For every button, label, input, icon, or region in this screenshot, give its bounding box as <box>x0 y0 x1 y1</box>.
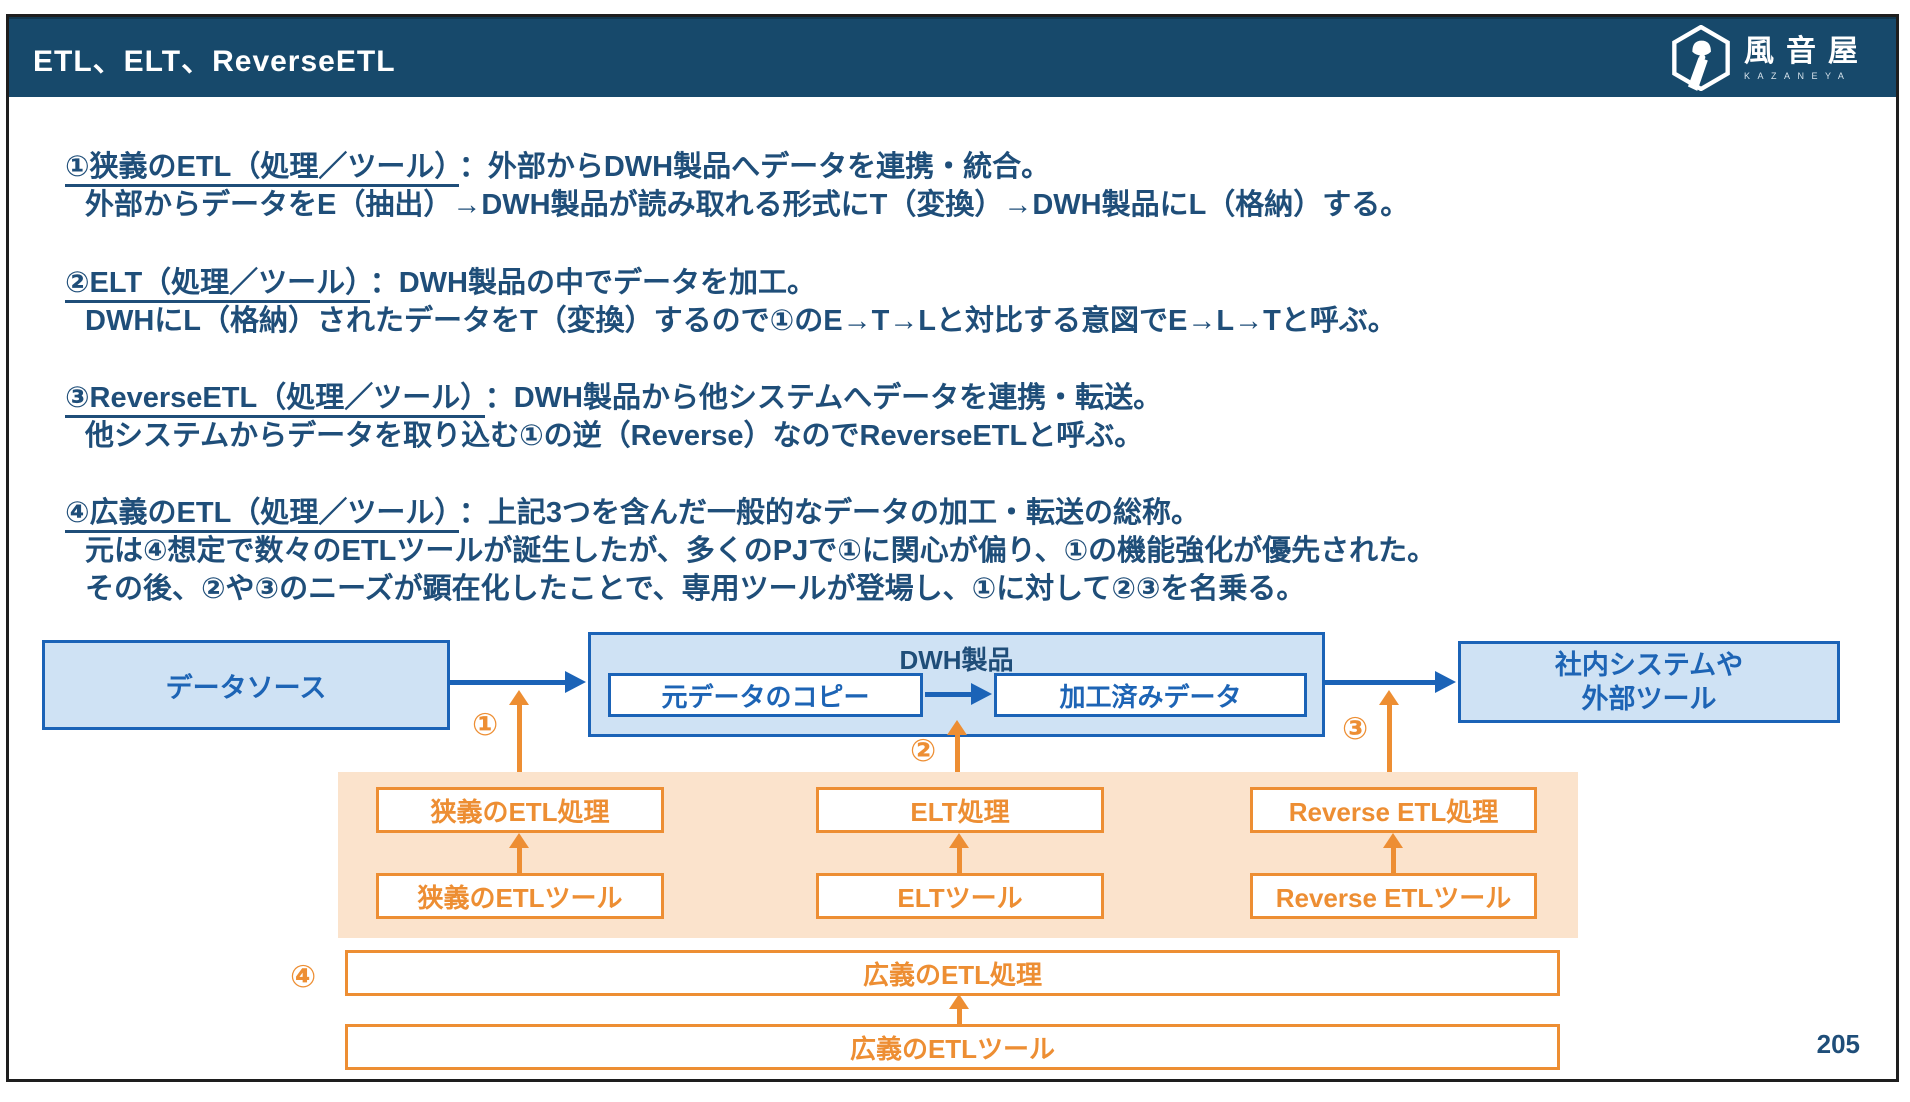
definition-4-summary: ：上記3つを含んだ一般的なデータの加工・転送の総称。 <box>458 497 1200 529</box>
target-systems-line2: 外部ツール <box>1581 684 1717 714</box>
definition-item-1: ①狭義のETL（処理／ツール）：外部からDWH製品へデータを連携・統合。 外部か… <box>9 148 1879 224</box>
arrow-etl-step1 <box>509 690 529 772</box>
arrow-elt-tool-to-process <box>949 833 969 873</box>
logo-subname: KAZANEYA <box>1744 70 1852 81</box>
target-systems-line1: 社内システムや <box>1554 650 1744 680</box>
definition-1-heading: ①狭義のETL（処理／ツール） <box>65 151 459 187</box>
arrow-elt-step2 <box>947 720 967 772</box>
arrow-raw-to-processed <box>925 683 992 705</box>
dwh-product-box: DWH製品 元データのコピー 加工済みデータ <box>588 632 1325 737</box>
arrow-narrow-tool-to-process <box>509 833 529 873</box>
broad-etl-process-box: 広義のETL処理 <box>345 950 1560 996</box>
reverse-etl-process-box: Reverse ETL処理 <box>1250 787 1537 833</box>
definition-1-line2: 外部からデータをE（抽出）→DWH製品が読み取れる形式にT（変換）→DWH製品に… <box>85 189 1410 221</box>
broad-etl-tool-box: 広義のETLツール <box>345 1024 1560 1070</box>
label-circle-4: ④ <box>290 959 317 994</box>
slide-title: ETL、ELT、ReverseETL <box>33 45 396 78</box>
definition-2-summary: ：DWH製品の中でデータを加工。 <box>369 267 816 299</box>
definition-3-line2: 他システムからデータを取り込む①の逆（Reverse）なのでReverseETL… <box>85 420 1144 452</box>
definition-3-line1: ③ReverseETL（処理／ツール）：DWH製品から他システムへデータを連携・… <box>65 379 1879 418</box>
label-circle-1: ① <box>472 707 499 742</box>
reverse-etl-tool-box: Reverse ETLツール <box>1250 873 1537 919</box>
elt-process-box: ELT処理 <box>816 787 1104 833</box>
definition-2-line2: DWHにL（格納）されたデータをT（変換）するので①のE→T→Lと対比する意図で… <box>85 305 1397 337</box>
raw-data-copy-box: 元データのコピー <box>608 673 923 717</box>
definition-2-line1: ②ELT（処理／ツール）：DWH製品の中でデータを加工。 <box>65 264 1879 303</box>
slide: ETL、ELT、ReverseETL 風音屋 KAZANEYA ①狭義のETL（… <box>6 14 1899 1082</box>
definition-3-heading: ③ReverseETL（処理／ツール） <box>65 382 485 418</box>
definition-4-heading: ④広義のETL（処理／ツール） <box>65 497 459 533</box>
definition-item-3: ③ReverseETL（処理／ツール）：DWH製品から他システムへデータを連携・… <box>9 379 1879 455</box>
definition-4-line1: ④広義のETL（処理／ツール）：上記3つを含んだ一般的なデータの加工・転送の総称… <box>65 494 1879 533</box>
page-number: 205 <box>1816 1029 1860 1059</box>
logo-text-group: 風音屋 KAZANEYA <box>1744 34 1870 81</box>
logo-name: 風音屋 <box>1744 34 1870 68</box>
definition-1-summary: ：外部からDWH製品へデータを連携・統合。 <box>458 151 1051 183</box>
label-circle-3: ③ <box>1342 711 1369 746</box>
definition-1-line1: ①狭義のETL（処理／ツール）：外部からDWH製品へデータを連携・統合。 <box>65 148 1879 187</box>
wind-chime-hexagon-icon <box>1672 25 1730 91</box>
processed-data-box: 加工済みデータ <box>994 673 1307 717</box>
kazaneya-logo: 風音屋 KAZANEYA <box>1670 25 1870 91</box>
target-systems-box: 社内システムや 外部ツール <box>1458 641 1840 723</box>
data-source-box: データソース <box>42 640 450 730</box>
narrow-etl-process-box: 狭義のETL処理 <box>376 787 664 833</box>
slide-header: ETL、ELT、ReverseETL 風音屋 KAZANEYA <box>9 17 1896 97</box>
dwh-product-title: DWH製品 <box>899 645 1014 675</box>
arrow-reverse-tool-to-process <box>1383 833 1403 873</box>
definition-4-line3: その後、②や③のニーズが顕在化したことで、専用ツールが登場し、①に対して②③を名… <box>85 573 1306 605</box>
definition-item-2: ②ELT（処理／ツール）：DWH製品の中でデータを加工。 DWHにL（格納）され… <box>9 264 1879 340</box>
label-circle-2: ② <box>910 733 937 768</box>
definition-3-summary: ：DWH製品から他システムへデータを連携・転送。 <box>484 382 1163 414</box>
elt-tool-box: ELTツール <box>816 873 1104 919</box>
definition-4-line2: 元は④想定で数々のETLツールが誕生したが、多くのPJで①に関心が偏り、①の機能… <box>85 535 1437 567</box>
arrow-source-to-dwh <box>450 671 586 693</box>
definition-item-4: ④広義のETL（処理／ツール）：上記3つを含んだ一般的なデータの加工・転送の総称… <box>9 494 1879 608</box>
arrow-dwh-to-target <box>1325 671 1456 693</box>
arrow-broad-tool-to-process <box>949 994 969 1024</box>
arrow-reverse-etl-step3 <box>1379 690 1399 772</box>
definition-2-heading: ②ELT（処理／ツール） <box>65 267 370 303</box>
narrow-etl-tool-box: 狭義のETLツール <box>376 873 664 919</box>
